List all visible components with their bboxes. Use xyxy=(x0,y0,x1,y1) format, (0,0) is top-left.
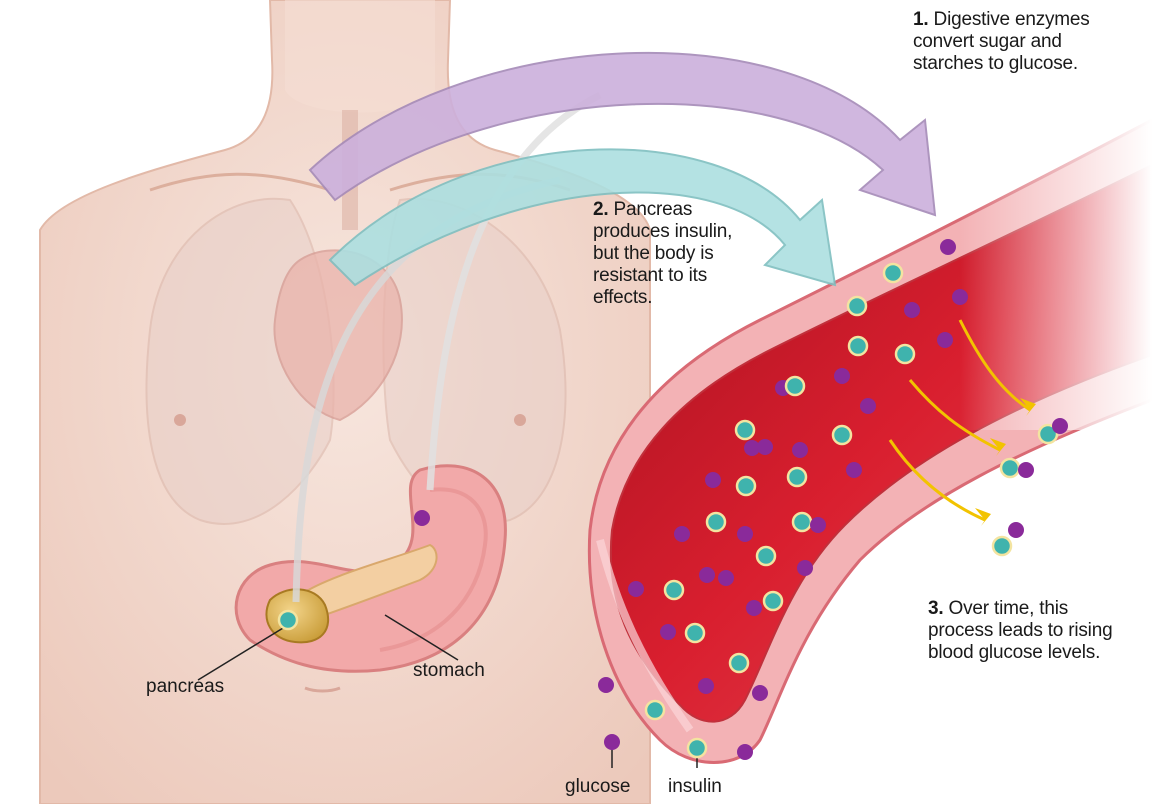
insulin-molecule xyxy=(788,468,806,486)
nipple-left xyxy=(174,414,186,426)
glucose-molecule xyxy=(937,332,953,348)
legend-glucose-label: glucose xyxy=(565,776,631,798)
step-2-number: 2. xyxy=(593,199,608,220)
glucose-molecule xyxy=(746,600,762,616)
insulin-molecule xyxy=(786,377,804,395)
insulin-molecule xyxy=(736,421,754,439)
insulin-molecule xyxy=(833,426,851,444)
step-2-line-1: Pancreas xyxy=(614,199,693,220)
stomach-label: stomach xyxy=(413,660,485,682)
glucose-molecule xyxy=(698,678,714,694)
glucose-molecule xyxy=(860,398,876,414)
insulin-molecule xyxy=(896,345,914,363)
insulin-molecule xyxy=(646,701,664,719)
glucose-molecule xyxy=(1008,522,1024,538)
glucose-molecule xyxy=(846,462,862,478)
step-3-line-1: Over time, this xyxy=(949,598,1068,619)
glucose-molecule xyxy=(792,442,808,458)
insulin-molecule xyxy=(793,513,811,531)
glucose-molecule xyxy=(674,526,690,542)
insulin-molecule xyxy=(279,611,297,629)
glucose-molecule xyxy=(1052,418,1068,434)
glucose-molecule xyxy=(952,289,968,305)
glucose-molecule xyxy=(1018,462,1034,478)
step-3-line-2: process leads to rising xyxy=(928,620,1112,641)
step-1-line-1: Digestive enzymes xyxy=(934,9,1090,30)
step-2-line-2: produces insulin, xyxy=(593,221,732,242)
glucose-molecule xyxy=(660,624,676,640)
insulin-molecule xyxy=(1001,459,1019,477)
glucose-molecule xyxy=(757,439,773,455)
glucose-molecule xyxy=(737,744,753,760)
insulin-molecule xyxy=(686,624,704,642)
glucose-molecule xyxy=(628,581,644,597)
glucose-molecule xyxy=(810,517,826,533)
glucose-molecule xyxy=(604,734,620,750)
insulin-molecule xyxy=(849,337,867,355)
step-3-number: 3. xyxy=(928,598,943,619)
glucose-molecule xyxy=(718,570,734,586)
glucose-molecule xyxy=(940,239,956,255)
neck-shading xyxy=(285,0,435,113)
insulin-molecule xyxy=(707,513,725,531)
insulin-molecule xyxy=(730,654,748,672)
step-2-caption: 2. Pancreas produces insulin, but the bo… xyxy=(593,199,732,309)
step-1-line-2: convert sugar and xyxy=(913,31,1062,52)
glucose-molecule xyxy=(705,472,721,488)
glucose-molecule xyxy=(414,510,430,526)
insulin-molecule xyxy=(884,264,902,282)
legend-insulin-label: insulin xyxy=(668,776,722,798)
step-3-line-3: blood glucose levels. xyxy=(928,642,1100,663)
insulin-molecule xyxy=(764,592,782,610)
step-1-caption: 1. Digestive enzymes convert sugar and s… xyxy=(913,9,1090,75)
glucose-molecule xyxy=(834,368,850,384)
vessel-fade xyxy=(960,100,1152,430)
insulin-molecule xyxy=(688,739,706,757)
step-2-line-5: effects. xyxy=(593,287,652,308)
glucose-molecule xyxy=(699,567,715,583)
step-2-line-3: but the body is xyxy=(593,243,714,264)
glucose-molecule xyxy=(737,526,753,542)
glucose-molecule xyxy=(904,302,920,318)
insulin-molecule xyxy=(848,297,866,315)
glucose-molecule xyxy=(752,685,768,701)
insulin-molecule xyxy=(665,581,683,599)
glucose-molecule xyxy=(598,677,614,693)
glucose-molecule xyxy=(797,560,813,576)
step-2-line-4: resistant to its xyxy=(593,265,707,286)
step-1-line-3: starches to glucose. xyxy=(913,53,1078,74)
insulin-molecule xyxy=(993,537,1011,555)
insulin-molecule xyxy=(757,547,775,565)
step-1-number: 1. xyxy=(913,9,928,30)
pancreas-label: pancreas xyxy=(146,676,224,698)
step-3-caption: 3. Over time, this process leads to risi… xyxy=(928,598,1112,664)
insulin-molecule xyxy=(737,477,755,495)
nipple-right xyxy=(514,414,526,426)
